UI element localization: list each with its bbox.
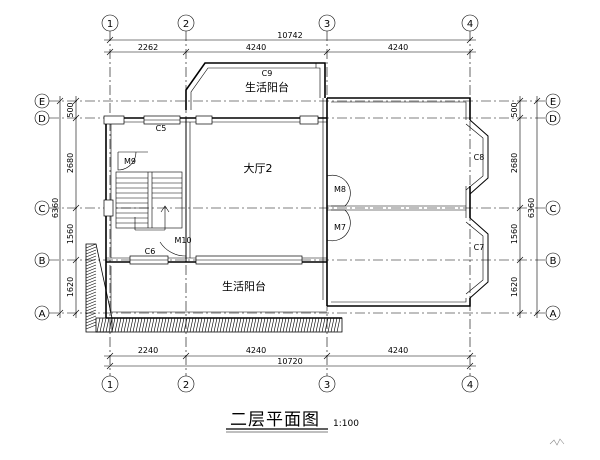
stairs: [115, 171, 183, 231]
left-dimensions: 500 2680 1560 1620 6360: [51, 96, 80, 318]
dim-top-total: 10742: [277, 31, 302, 40]
axis-label-3-top: 3: [324, 19, 330, 30]
door-m7: [326, 209, 351, 242]
dim-bottom-seg-3: 4240: [388, 346, 408, 355]
dim-right-total: 6360: [527, 198, 536, 218]
opening-tags: C9 C5 M9 C8 M8 M7 C7 C6 M10: [124, 69, 484, 256]
drawing-title-block: 二层平面图 1:100: [226, 410, 359, 433]
axis-label-C-left: C: [39, 204, 46, 215]
watermark-scribble: [549, 438, 565, 446]
dim-left-seg-1: 500: [66, 102, 75, 117]
tag-c7: C7: [474, 243, 485, 252]
door-m10: [159, 226, 187, 257]
row-axis-left: E D C B A: [34, 93, 50, 321]
grid-axis-lines: [49, 31, 546, 376]
bay-window-c7: [469, 217, 489, 299]
dim-right-seg-3: 1560: [510, 224, 519, 244]
axis-label-4-bottom: 4: [467, 380, 473, 391]
tag-m10: M10: [174, 236, 191, 245]
row-axis-right: E D C B A: [545, 93, 561, 321]
axis-bubble-D-right: [545, 110, 561, 126]
room-balcony-bottom: 生活阳台: [222, 279, 266, 293]
room-hall: 大厅2: [244, 161, 273, 175]
dim-left-seg-3: 1560: [66, 224, 75, 244]
axis-bubble-A-right: [545, 305, 561, 321]
room-labels: 生活阳台 大厅2 生活阳台: [222, 80, 289, 293]
axis-label-B-left: B: [39, 256, 46, 267]
axis-label-E-left: E: [39, 97, 45, 108]
dim-left-total: 6360: [51, 198, 60, 218]
dim-left-seg-4: 1620: [66, 277, 75, 297]
balcony-top-outer-wall: [185, 62, 326, 110]
column-axis-top: 1 2 3 4: [101, 14, 479, 32]
dim-bottom-seg-1: 2240: [138, 346, 158, 355]
axis-label-E-right: E: [550, 97, 556, 108]
axis-label-A-left: A: [39, 309, 46, 320]
tag-m9: M9: [124, 157, 136, 166]
dim-top-seg-2: 4240: [246, 43, 266, 52]
door-m9: [117, 151, 137, 171]
dim-bottom-total: 10720: [277, 357, 302, 366]
axis-label-C-right: C: [550, 204, 557, 215]
dim-right-seg-1: 500: [510, 102, 519, 117]
dim-left-seg-2: 2680: [66, 153, 75, 173]
axis-label-A-right: A: [550, 309, 557, 320]
tag-m8: M8: [334, 185, 346, 194]
axis-label-D-right: D: [549, 114, 557, 125]
dim-top-seg-1: 2262: [138, 43, 158, 52]
drawing-scale: 1:100: [333, 419, 359, 429]
room-balcony-top: 生活阳台: [245, 80, 289, 94]
right-block-top-wall: [327, 97, 471, 120]
axis-label-B-right: B: [550, 256, 557, 267]
bay-window-c8: [469, 119, 489, 195]
right-block-bottom-wall: [327, 298, 471, 307]
door-m8: [326, 174, 351, 207]
right-dimensions: 500 2680 1560 1620 6360: [510, 96, 541, 318]
axis-label-D-left: D: [38, 114, 46, 125]
balcony-top-inner-wall: [190, 67, 321, 110]
tag-c8: C8: [474, 153, 485, 162]
axis-label-3-bottom: 3: [324, 380, 330, 391]
dim-top-seg-3: 4240: [388, 43, 408, 52]
axis-bubble-C-right: [545, 200, 561, 216]
tag-c9: C9: [262, 69, 273, 78]
parapet-hatching: [85, 243, 343, 333]
top-dimensions: 10742 2262 4240 4240: [104, 31, 476, 56]
dim-right-seg-2: 2680: [510, 153, 519, 173]
tag-m7: M7: [334, 223, 346, 232]
doors: [117, 151, 351, 257]
bottom-dimensions: 2240 4240 4240 10720: [104, 346, 476, 370]
axis-bubble-B-right: [545, 252, 561, 268]
column-axis-bottom: 1 2 3 4: [101, 375, 479, 393]
axis-label-1-top: 1: [107, 19, 113, 30]
tag-c5: C5: [156, 124, 167, 133]
axis-bubble-E-right: [545, 93, 561, 109]
tag-c6: C6: [145, 247, 156, 256]
axis-label-2-top: 2: [183, 19, 189, 30]
axis-label-4-top: 4: [467, 19, 473, 30]
axis-label-2-bottom: 2: [183, 380, 189, 391]
drawing-title: 二层平面图: [230, 410, 320, 430]
dim-bottom-seg-2: 4240: [246, 346, 266, 355]
axis-label-1-bottom: 1: [107, 380, 113, 391]
dim-right-seg-4: 1620: [510, 277, 519, 297]
windows: [103, 115, 319, 265]
